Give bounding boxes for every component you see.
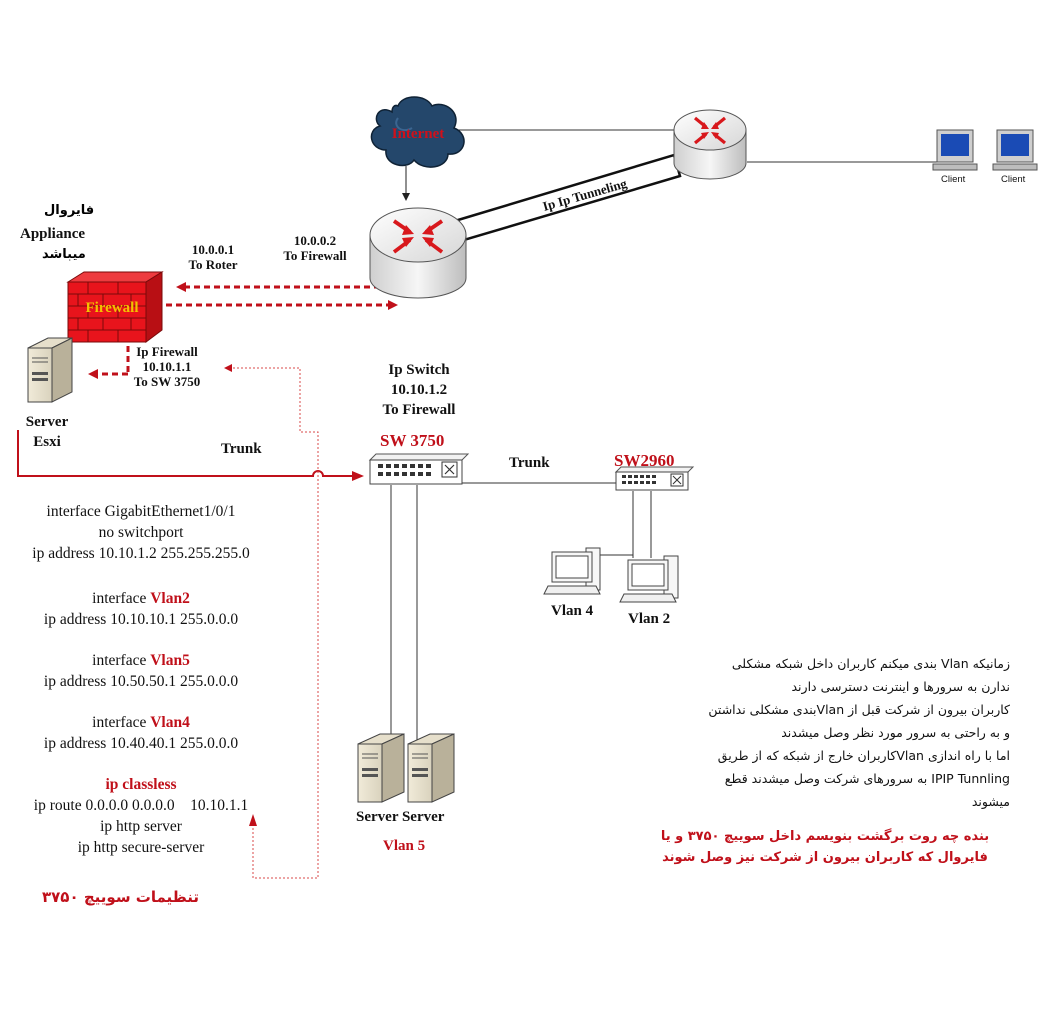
fw-router-link-label: 10.0.0.1 To Roter [176,242,250,273]
connection-lines [390,129,960,748]
config-line-1: interface GigabitEthernet1/0/1 [46,503,236,520]
server-esxi-line1: Server [25,414,69,430]
question-line-1: بنده چه روت برگشت بنویسم داخل سوییچ ۳۷۵۰… [660,829,990,844]
sw3750-icon [368,453,470,485]
problem-description: زمانیکه Vlan بندی میکنم کاربران داخل شبک… [655,652,1010,813]
config-line-6-name: Vlan5 [150,652,190,669]
server-esxi-icon [27,337,73,403]
sw3750-ip-label: Ip Switch 10.10.1.2 To Firewall [362,360,476,420]
config-line-7: ip address 10.50.50.1 255.0.0.0 [43,673,239,690]
note-line-7: میشوند [971,794,1010,809]
internet-label: Internet [392,126,445,142]
config-line-6: interface Vlan5 [0,650,282,671]
config-title: تنظیمات سوییچ ۳۷۵۰ [42,888,200,906]
config-line-3: ip address 10.10.1.2 255.255.255.0 [32,545,250,562]
note-line-3: کاربران بیرون از شرکت قبل از Vlanبندی مش… [708,702,1010,717]
config-line-10: ip classless [105,776,177,793]
firewall-desc-fa-1: فایروال [44,203,95,218]
config-line-8-name: Vlan4 [150,714,190,731]
server-esxi-label: Server Esxi [14,412,80,452]
question-text: بنده چه روت برگشت بنویسم داخل سوییچ ۳۷۵۰… [655,826,995,868]
vlan5-server-1-icon [357,733,405,803]
config-line-5: ip address 10.10.10.1 255.0.0.0 [43,611,239,628]
vlan4-label: Vlan 4 [551,603,594,619]
sw3750-name: SW 3750 [380,431,445,450]
internet-cloud [370,96,465,168]
router-to-fw-ip: 10.0.0.2 [293,233,337,248]
note-line-5: اما با راه اندازی Vlanکاربران خارج از شب… [717,748,1010,763]
config-line-13: ip http secure-server [77,839,205,856]
firewall-desc-fa-2: میباشد [42,247,86,262]
config-line-12: ip http server [100,818,182,835]
note-line-2: ندارن به سرورها و اینترنت دسترسی دارند [791,679,1011,694]
firewall-router-links [88,282,398,379]
client-label-2: Client [1001,174,1026,185]
router-fw-link-label: 10.0.0.2 To Firewall [274,233,356,264]
fw-to-router-text: To Roter [188,256,238,272]
top-router [673,109,747,180]
sw3750-ip-title: Ip Switch [388,362,450,378]
note-line-6: IPIP Tunnling به سرورهای شرکت وصل میشدند… [724,771,1010,786]
config-line-6-kw: interface [92,652,151,669]
trunk-link [17,430,364,481]
vlan2-label: Vlan 2 [628,611,671,627]
trunk-left-label: Trunk [221,441,262,457]
router-to-fw-text: To Firewall [283,247,347,263]
sw3750-ip-text: To Firewall [382,402,456,418]
vlan4-pc-icon [543,547,601,595]
sw2960-icon [614,466,695,491]
config-line-4-name: Vlan2 [150,590,190,607]
client-pc-1 [932,129,978,171]
server-esxi-line2: Esxi [33,434,61,450]
sw2960-name: SW2960 [614,451,675,470]
fw-sw-link-label: Ip Firewall 10.10.1.1 To SW 3750 [124,344,210,390]
main-router [369,207,467,299]
trunk-right-label: Trunk [509,455,550,471]
fw-to-sw-title: Ip Firewall [136,344,198,359]
firewall-icon [66,271,164,343]
note-line-4: و به راحتی به سرور مورد نظر وصل میشدند [781,725,1010,740]
vlan5-server-2-icon [407,733,455,803]
firewall-desc-en: Appliance [20,226,86,242]
config-line-9: ip address 10.40.40.1 255.0.0.0 [43,735,239,752]
client-label-1: Client [941,174,966,185]
vlan5-label: Vlan 5 [383,838,426,854]
config-line-2: no switchport [98,524,184,541]
config-line-4: interface Vlan2 [0,588,282,609]
vlan5-servers-label: Server Server [356,809,445,825]
fw-to-sw-text: To SW 3750 [133,373,201,389]
config-line-8-kw: interface [92,714,151,731]
client-pc-2 [992,129,1038,171]
note-line-1: زمانیکه Vlan بندی میکنم کاربران داخل شبک… [731,656,1010,671]
config-line-11: ip route 0.0.0.0 0.0.0.0 10.10.1.1 [33,797,249,814]
firewall-label: Firewall [85,300,138,316]
vlan2-pc-icon [619,555,679,603]
fw-to-sw-ip: 10.10.1.1 [142,358,192,374]
config-line-4-kw: interface [92,590,151,607]
config-line-8: interface Vlan4 [0,712,282,733]
question-line-2: فایروال که کاربران بیرون از شرکت نیز وصل… [662,850,988,865]
route-guide-line [224,364,319,879]
fw-to-router-ip: 10.0.0.1 [191,242,235,257]
sw3750-ip: 10.10.1.2 [390,382,448,398]
